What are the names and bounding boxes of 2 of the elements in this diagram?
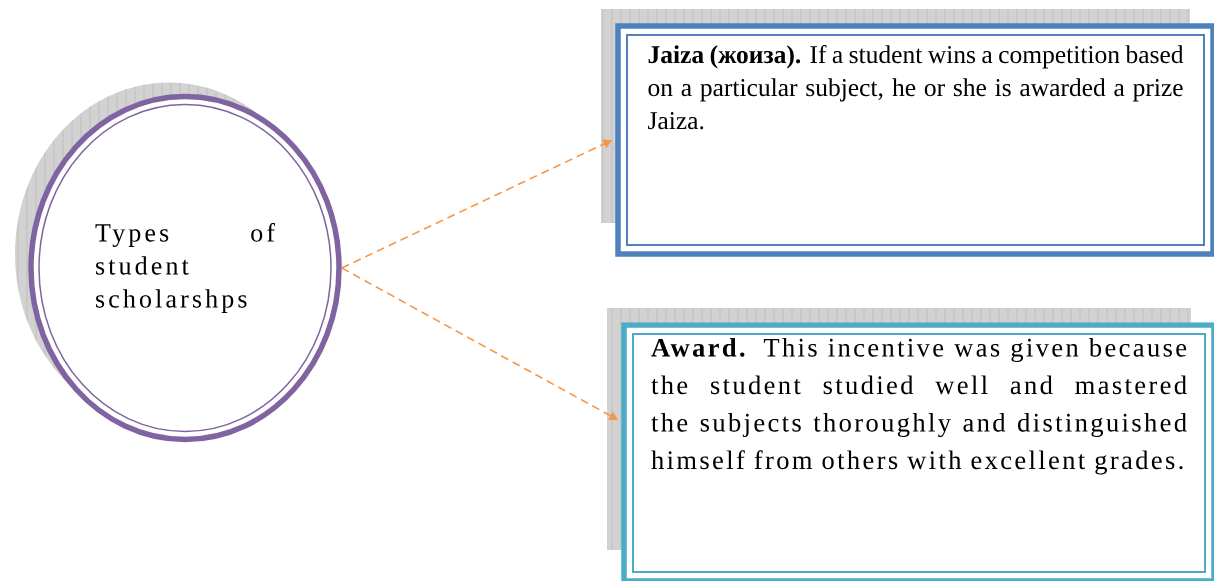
text-box: Award. This incentive was given because the student studied well and mastered the subjects thoroughly and distinguished himself from others with excellent grades. bbox=[621, 322, 1214, 581]
text-box: Jaiza (жоиза). If a student wins a competition based on a particular subject, he or she is awarded a prize Jaiza. bbox=[615, 23, 1214, 257]
